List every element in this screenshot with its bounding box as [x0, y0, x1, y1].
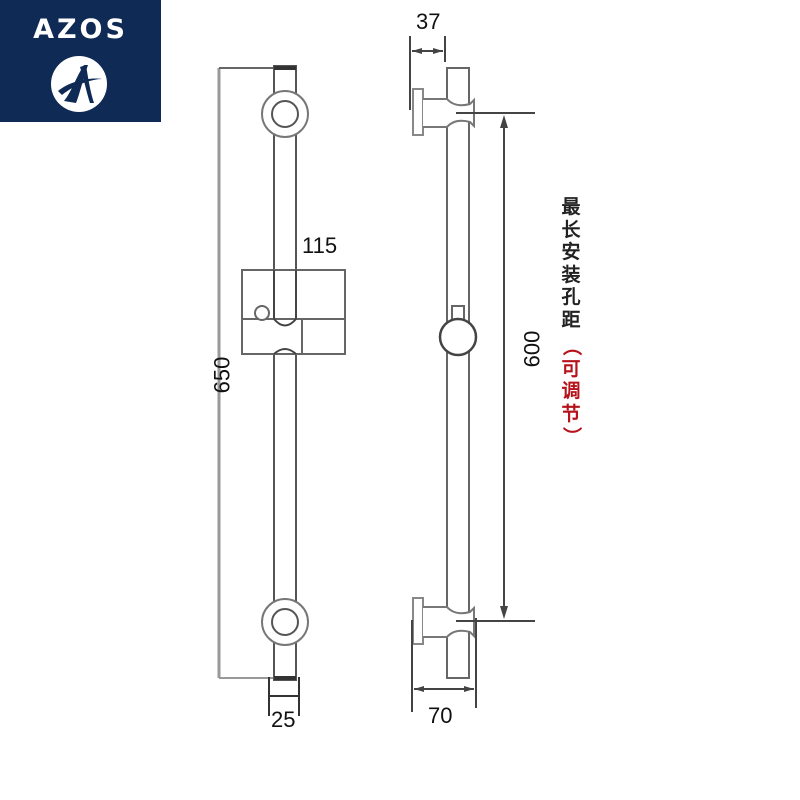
annotation-note-char: 节 [561, 402, 581, 425]
annotation-note-char: 可 [561, 357, 581, 380]
annotation-char: 安 [561, 241, 581, 263]
dimension-holder-width: 115 [302, 233, 338, 258]
dimension-overall-height: 650 [209, 356, 235, 394]
mounting-distance-annotation: 最 长 安 装 孔 距 （ 可 调 节 ） [559, 196, 583, 448]
dimension-mounting-distance: 600 [519, 330, 545, 368]
annotation-note-char: （ [560, 336, 583, 356]
annotation-char: 最 [561, 196, 581, 218]
annotation-char: 长 [561, 218, 581, 241]
dimension-bracket-depth-bottom: 70 [428, 703, 453, 728]
dimension-bar-diameter: 25 [271, 707, 296, 732]
annotation-note-char: ） [560, 426, 583, 446]
annotation-note-char: 调 [561, 380, 581, 402]
brand-emblem-icon [51, 56, 107, 112]
dimension-bracket-depth-top: 37 [416, 9, 441, 34]
annotation-char: 孔 [561, 286, 581, 308]
annotation-char: 距 [561, 308, 581, 331]
brand-name: AZOS [33, 14, 128, 45]
annotation-char: 装 [561, 263, 581, 286]
brand-logo: AZOS [0, 0, 161, 122]
